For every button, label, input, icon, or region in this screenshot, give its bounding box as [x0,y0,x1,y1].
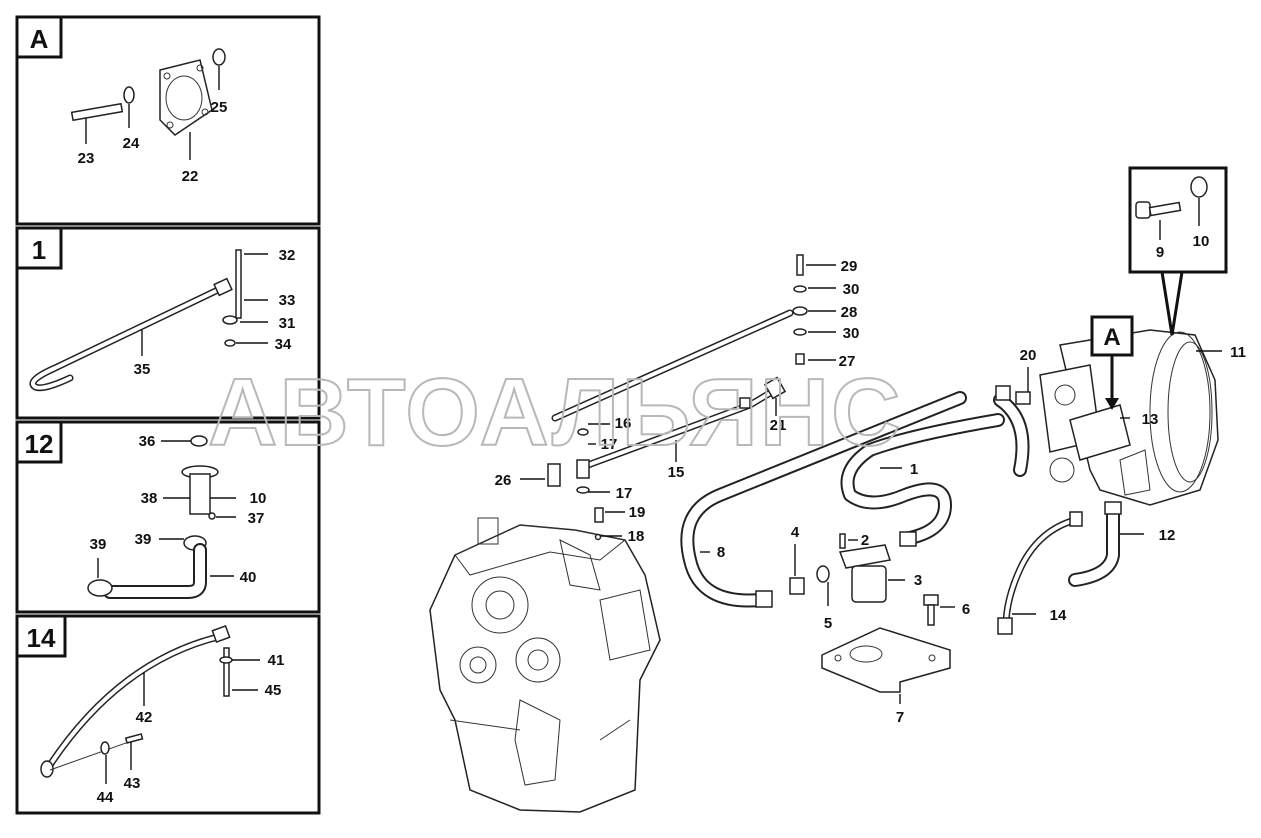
strainer-part [838,533,891,603]
label-36: 36 [139,433,156,450]
panel-1-title: 1 [32,235,46,265]
pipe-part [551,309,794,469]
label-42: 42 [136,709,153,726]
hose-part [103,543,207,599]
label-25: 25 [211,99,228,116]
panel-14-title: 14 [27,623,56,653]
bracket-part [821,627,951,693]
fitting-part [576,459,590,479]
label-10: 10 [1193,233,1210,250]
label-7: 7 [896,709,904,726]
fitting-part [1015,391,1031,405]
banjo-bolt-stack [792,254,808,365]
label-8: 8 [717,544,725,561]
label-32: 32 [279,247,296,264]
label-38: 38 [141,490,158,507]
label-30b: 30 [843,325,860,342]
section-a-marker: A [1090,315,1134,410]
hose-part [40,625,231,778]
label-19: 19 [629,504,646,521]
label-1: 1 [910,461,918,478]
filler-tube-part [181,465,219,515]
label-2: 2 [861,532,869,549]
panel-12: 12 36 38 10 37 39 39 40 [15,420,321,614]
label-14: 14 [1050,607,1067,624]
cap-part [190,435,208,447]
label-24: 24 [123,135,140,152]
hose-part [840,393,1030,547]
washer-part [123,86,135,104]
fitting-part [547,463,561,487]
label-10: 10 [250,490,267,507]
label-41: 41 [268,652,285,669]
label-13: 13 [1142,411,1159,428]
label-17: 17 [601,436,618,453]
banjo-bolt-part [235,249,242,319]
hose-part [1068,501,1122,587]
watermark: АВТОАЛЬЯНС [208,359,902,466]
bolt-part [223,647,230,697]
label-27: 27 [839,353,856,370]
seal-part [222,315,238,325]
stud-part [70,102,124,122]
label-31: 31 [279,315,296,332]
bolt-part [1135,201,1182,219]
label-30: 30 [843,281,860,298]
label-11: 11 [1230,344,1246,361]
label-33: 33 [279,292,296,309]
label-6: 6 [962,601,970,618]
transmission-housing [429,517,661,813]
label-26: 26 [495,472,512,489]
label-39: 39 [90,536,107,553]
label-15: 15 [668,464,685,481]
label-3: 3 [914,572,922,589]
section-a-marker-title: A [1103,324,1120,351]
fitting-part [789,577,805,595]
pipe-part [29,277,233,392]
label-17b: 17 [616,485,633,502]
label-18: 18 [628,528,645,545]
label-29: 29 [841,258,858,275]
label-4: 4 [791,524,800,541]
label-20: 20 [1020,347,1037,364]
label-22: 22 [182,168,199,185]
panel-a: A 25 24 23 22 [15,15,321,226]
gasket-part [159,59,213,136]
label-12: 12 [1159,527,1176,544]
label-28: 28 [841,304,858,321]
panel-a-title: A [30,24,49,54]
label-44: 44 [97,789,114,806]
label-5: 5 [824,615,832,632]
panel-14: 14 41 45 42 43 44 [15,614,321,815]
label-21: 21 [770,417,787,434]
hose-part [680,391,967,608]
label-9: 9 [1156,244,1164,261]
clamp-part [87,579,113,597]
o-ring-part [816,565,830,583]
bolt-part [923,594,939,626]
label-40: 40 [240,569,257,586]
label-39: 39 [135,531,152,548]
callout-box: 9 10 [1128,166,1228,336]
label-43: 43 [124,775,141,792]
panel-1: 1 32 33 31 34 35 [15,226,321,420]
label-16: 16 [615,415,632,432]
pipe-part [997,511,1083,635]
label-45: 45 [265,682,282,699]
label-34: 34 [275,336,292,353]
label-35: 35 [134,361,151,378]
nut-part [212,48,226,66]
fitting-part [995,385,1011,401]
washer-part [1190,176,1208,198]
torque-converter [1039,329,1219,506]
label-37: 37 [248,510,265,527]
label-23: 23 [78,150,95,167]
panel-12-title: 12 [25,429,54,459]
